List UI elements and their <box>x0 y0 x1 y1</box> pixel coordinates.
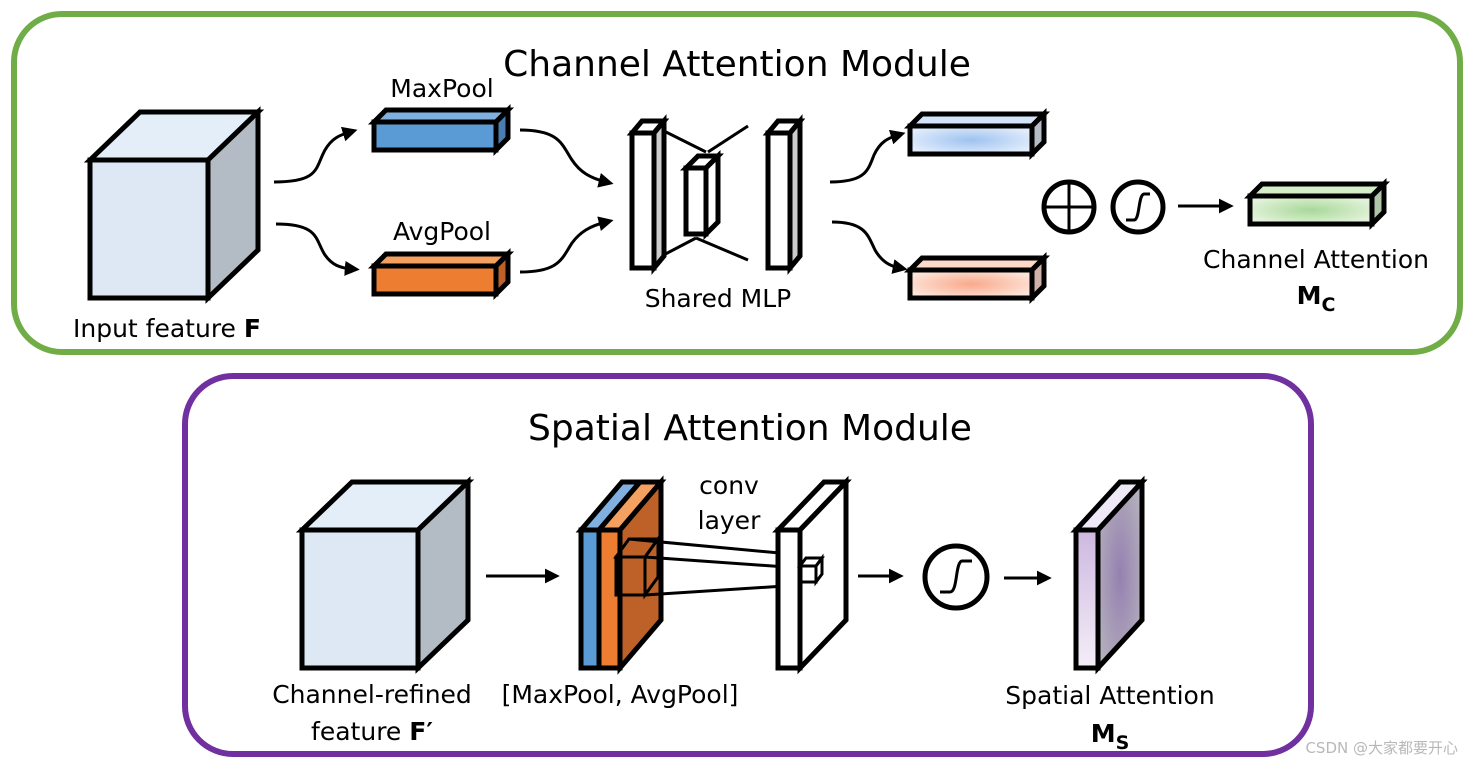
channel-attention-label: Channel Attention <box>1203 245 1429 274</box>
spatial-module-title: Spatial Attention Module <box>528 408 972 449</box>
conv-label-line2: layer <box>698 506 761 535</box>
conv-projection-line <box>644 583 801 597</box>
pooled-feature-maps <box>575 475 667 675</box>
maxpool-label: MaxPool <box>390 74 493 103</box>
mlp-output-avgpool <box>903 251 1051 305</box>
spatial-attention-symbol: MS <box>1091 719 1130 754</box>
element-wise-sum-icon <box>1041 179 1097 235</box>
input-feature-cube <box>83 106 265 304</box>
mlp-output-maxpool <box>903 107 1051 161</box>
channel-attention-symbol: MC <box>1297 281 1336 316</box>
sigmoid-icon <box>922 543 990 611</box>
arrow-to-avgpool <box>275 222 360 276</box>
channel-attention-module: Channel Attention Module Input feature F… <box>11 11 1463 355</box>
input-feature-label: Input feature F <box>73 314 261 343</box>
watermark: CSDN @大家都要开心 <box>1305 739 1458 757</box>
channel-module-title: Channel Attention Module <box>503 44 971 85</box>
spatial-attention-module: Spatial Attention Module Channel-refined… <box>182 373 1314 757</box>
channel-refined-feature-cube <box>295 476 475 674</box>
conv-layer-output <box>772 475 852 675</box>
arrow-mlp-to-max-out <box>829 129 906 184</box>
channel-refined-label-line2: feature F′ <box>311 717 433 746</box>
channel-refined-label-line1: Channel-refined <box>272 680 472 709</box>
spatial-module-border <box>182 373 1314 757</box>
arrow-mlp-to-avg-out <box>831 220 908 274</box>
shared-mlp-label: Shared MLP <box>645 284 792 313</box>
channel-attention-vector <box>1243 177 1391 231</box>
maxpool-vector <box>367 103 515 157</box>
sigmoid-icon <box>1110 179 1166 235</box>
spatial-attention-label: Spatial Attention <box>1005 681 1214 710</box>
channel-module-border <box>11 11 1463 355</box>
shared-mlp <box>626 114 806 275</box>
pooled-maps-label: [MaxPool, AvgPool] <box>502 680 739 709</box>
arrow-to-maxpool <box>273 126 358 184</box>
conv-projection-line <box>644 555 801 570</box>
conv-label-line1: conv <box>699 471 759 500</box>
arrow-maxpool-to-mlp <box>519 128 614 188</box>
avgpool-vector <box>367 247 515 301</box>
spatial-attention-map <box>1070 475 1148 675</box>
avgpool-label: AvgPool <box>393 217 491 246</box>
arrow-avgpool-to-mlp <box>519 216 614 274</box>
